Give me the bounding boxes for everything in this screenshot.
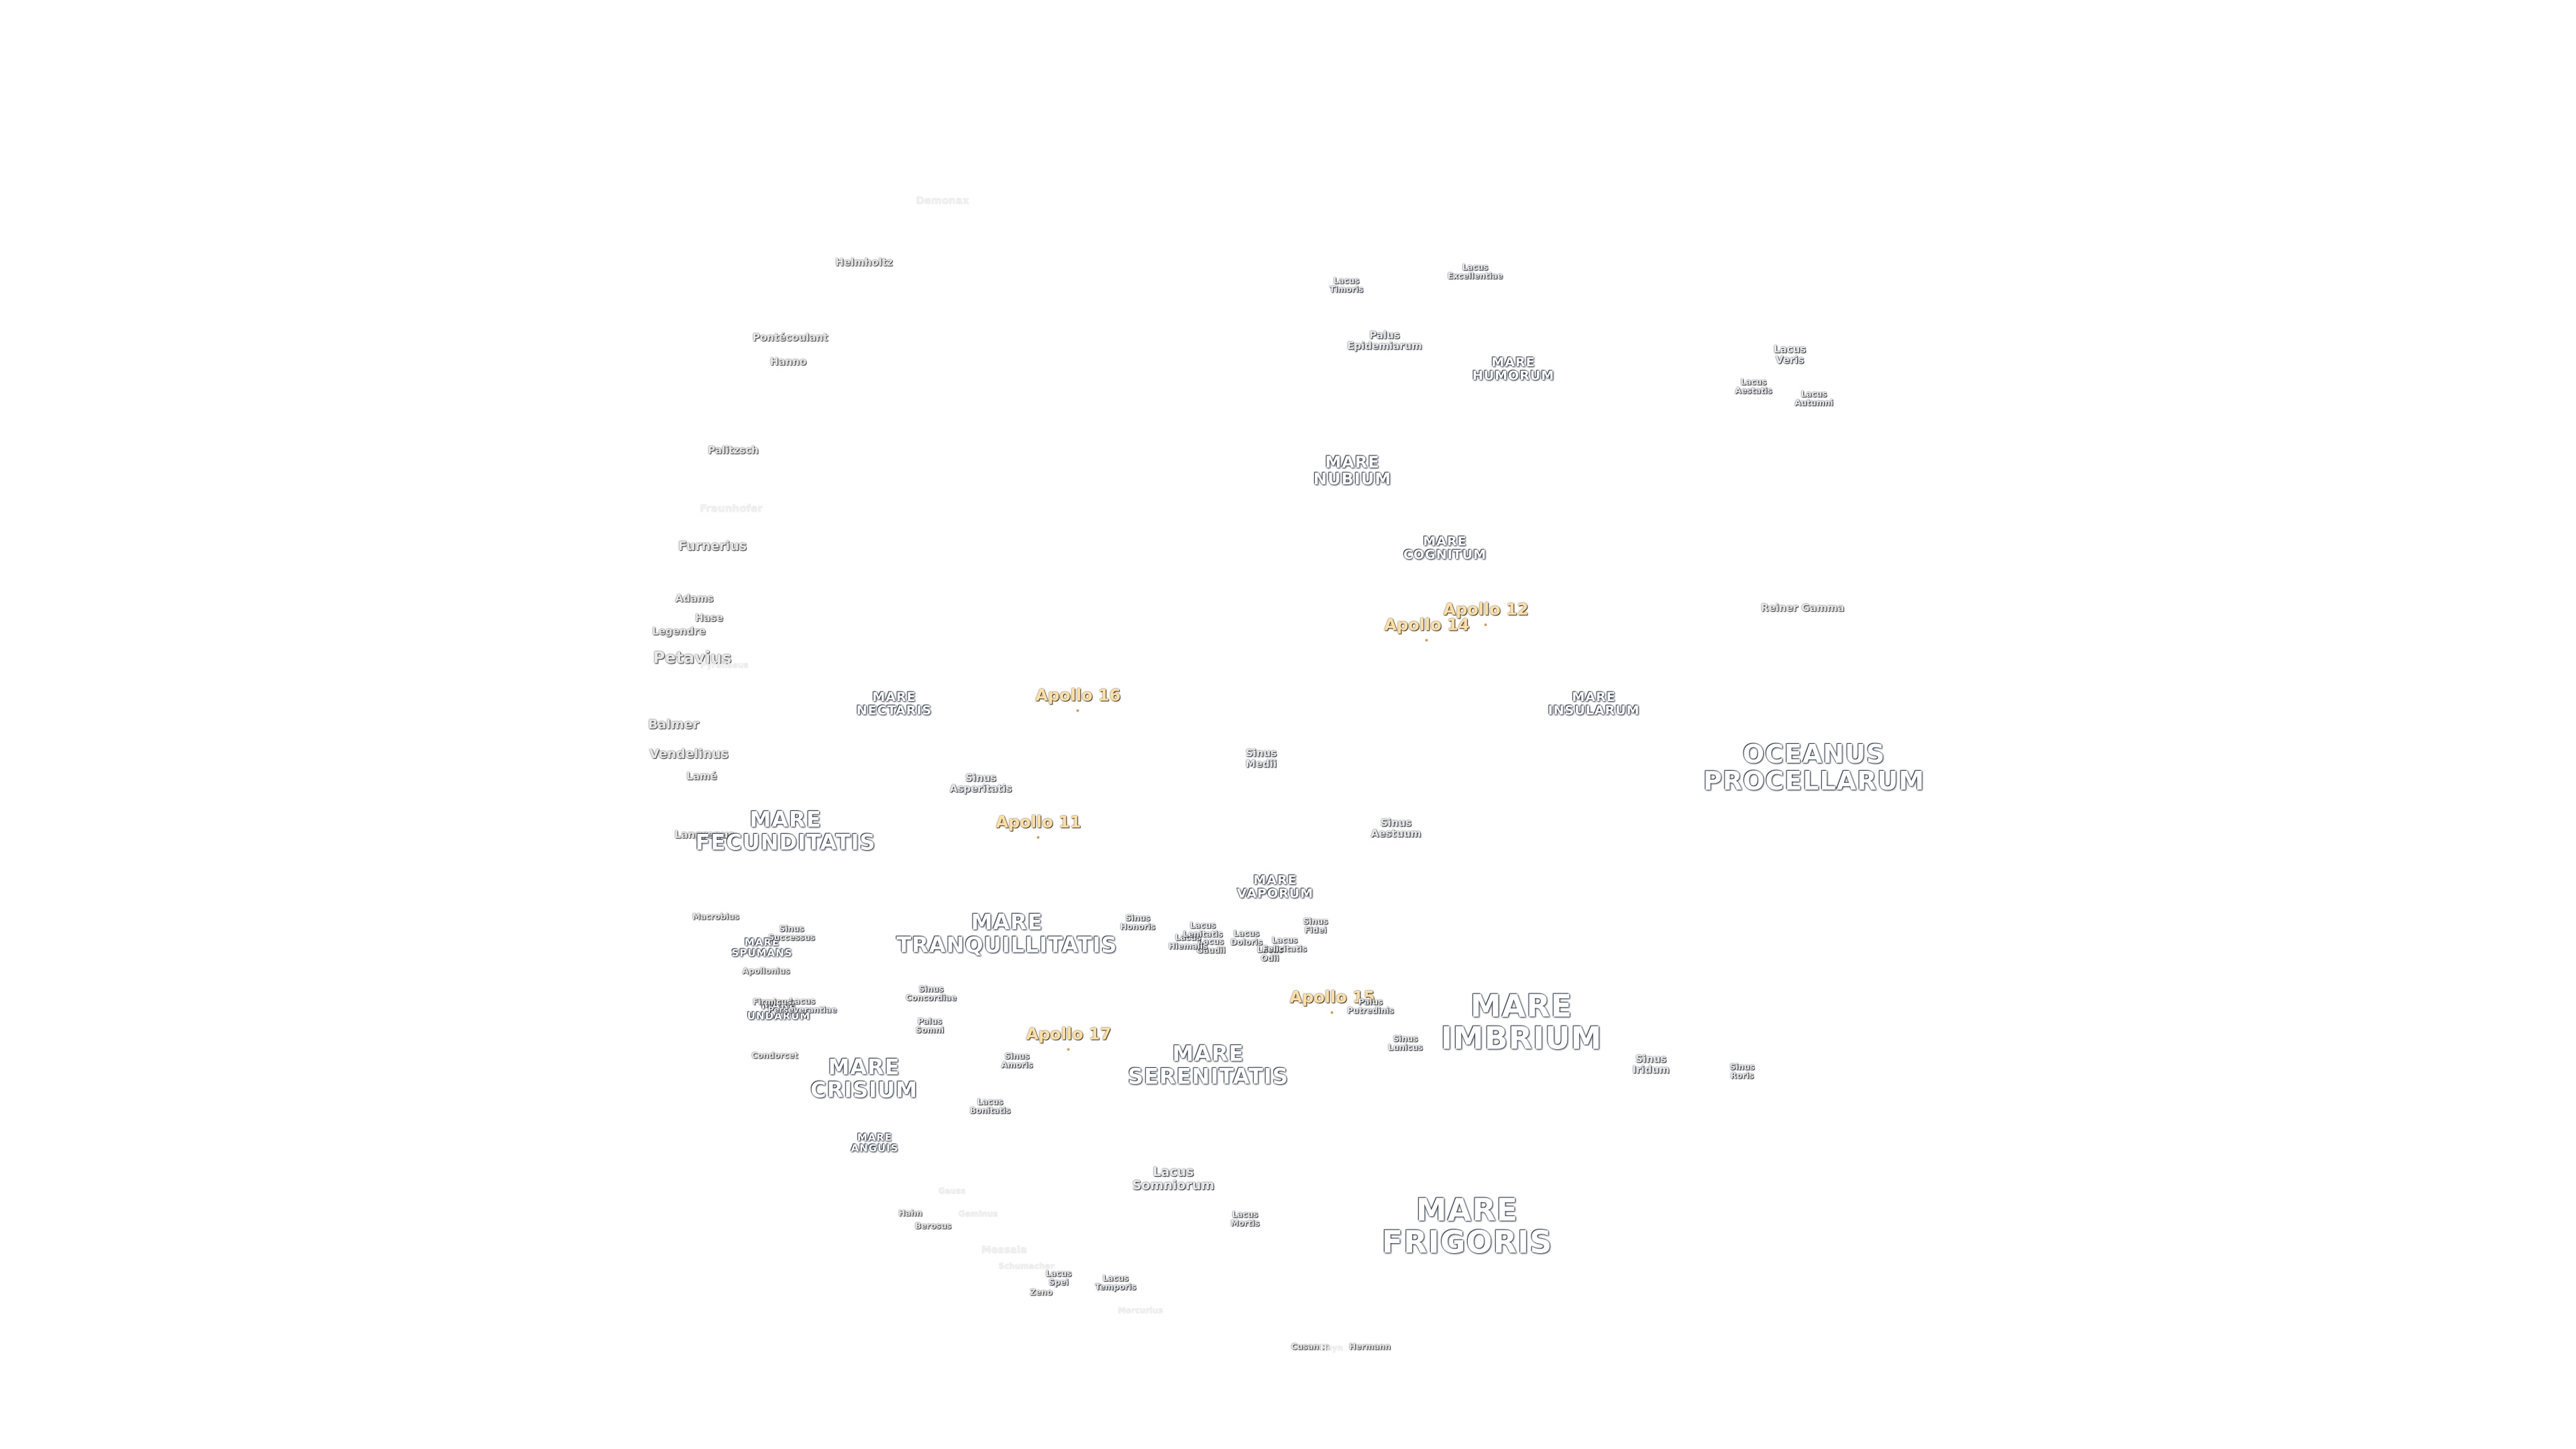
crater-label-adams: Adams — [675, 592, 714, 605]
feature-label-reiner-gamma: Reiner Gamma — [1760, 602, 1845, 614]
crater-label-cusanus: Cusanus — [1291, 1342, 1330, 1352]
crater-label-pyrenaeus: Pyrenaeus — [700, 660, 749, 670]
crater-label-hermann: Hermann — [1349, 1342, 1391, 1352]
crater-label-geminus: Geminus — [958, 1209, 998, 1219]
apollo-14-marker[interactable]: Apollo 14 — [1384, 615, 1470, 635]
crater-label-macrobius: Macrobius — [692, 912, 739, 922]
crater-label-vendelinus: Vendelinus — [649, 747, 729, 762]
crater-label-gauss: Gauss — [938, 1186, 966, 1196]
apollo-11-marker[interactable]: Apollo 11 — [996, 812, 1081, 832]
crater-label-demonax: Demonax — [916, 195, 969, 207]
crater-label-pontecoulant: Pontécoulant — [752, 331, 828, 344]
crater-label-messala: Messala — [981, 1244, 1028, 1256]
crater-label-balmer: Balmer — [648, 717, 699, 733]
crater-label-helmholtz: Helmholtz — [835, 256, 893, 269]
crater-label-langrenus: Langrenus — [674, 828, 735, 841]
crater-label-firmicus: Firmicus — [753, 997, 792, 1007]
crater-label-schumacher: Schumacher — [998, 1261, 1055, 1271]
crater-label-fraunhofer: Fraunhofer — [700, 502, 763, 515]
apollo-17-marker[interactable]: Apollo 17 — [1026, 1024, 1112, 1044]
crater-label-condorcet: Condorcet — [751, 1051, 798, 1061]
crater-label-hase: Hase — [695, 612, 723, 625]
crater-label-lame: Lamé — [686, 770, 717, 783]
crater-label-hanno: Hanno — [769, 356, 807, 368]
crater-label-palitzsch: Palitzsch — [708, 444, 759, 457]
crater-label-zeno: Zeno — [1030, 1287, 1053, 1297]
apollo-16-marker[interactable]: Apollo 16 — [1035, 686, 1121, 705]
crater-label-hahn: Hahn — [898, 1208, 922, 1218]
apollo-15-marker[interactable]: Apollo 15 — [1289, 987, 1375, 1007]
crater-label-berosus: Berosus — [914, 1221, 952, 1231]
crater-label-hayn: Hayn — [1320, 1343, 1344, 1353]
crater-label-petavius: Petavius — [653, 648, 732, 667]
crater-label-mercurius: Mercurius — [1118, 1305, 1163, 1316]
crater-label-apollonius: Apollonius — [742, 966, 790, 976]
crater-label-furnerius: Furnerius — [678, 539, 747, 554]
crater-label-legendre: Legendre — [652, 625, 706, 638]
